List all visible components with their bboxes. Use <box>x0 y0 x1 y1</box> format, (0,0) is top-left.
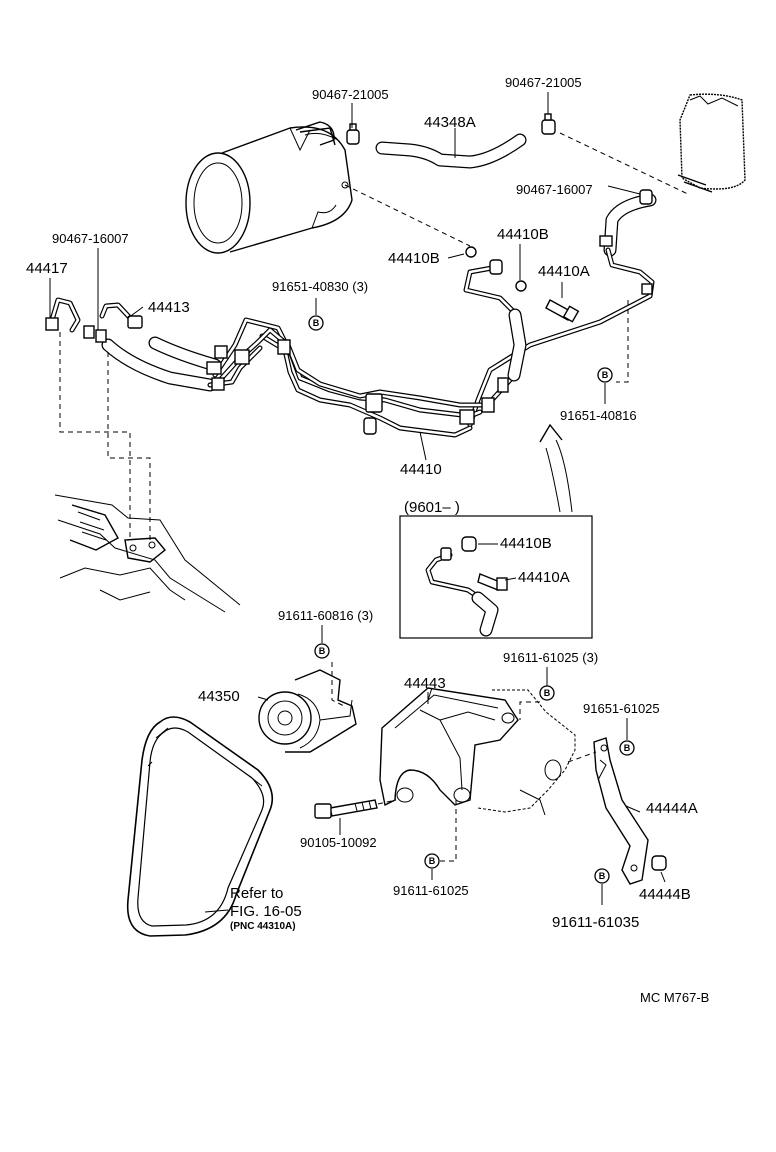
label-90467-16007-left: 90467-16007 <box>52 231 129 246</box>
label-90467-21005-b: 90467-21005 <box>505 75 582 90</box>
label-91611-61025: 91611-61025 <box>393 883 469 898</box>
bolt-symbol-text: B <box>313 318 320 328</box>
bolt-symbol-61025-3: B <box>539 685 555 701</box>
figure-code: MC M767-B <box>640 990 709 1005</box>
inset-box <box>399 515 593 639</box>
hose-44348A <box>375 133 527 169</box>
svg-text:B: B <box>624 743 631 753</box>
svg-text:B: B <box>319 646 326 656</box>
steering-gear <box>54 494 241 613</box>
label-44417: 44417 <box>26 260 68 277</box>
bolt-90105-10092 <box>314 799 378 819</box>
label-44410B-a: 44410B <box>388 250 440 267</box>
pressure-line-44410 <box>212 259 527 438</box>
refer-fig-text: FIG. 16-05 <box>230 903 302 920</box>
inset-arrow <box>539 423 573 513</box>
svg-text:B: B <box>429 856 436 866</box>
label-91611-61035: 91611-61035 <box>552 914 639 931</box>
bolt-symbol-61035: B <box>594 868 610 884</box>
strut-44444A <box>593 737 649 885</box>
pipe-44417 <box>45 297 81 333</box>
pump-pulley-44350 <box>258 669 357 753</box>
label-44444A: 44444A <box>646 800 698 817</box>
label-44443: 44443 <box>404 675 446 692</box>
svg-text:B: B <box>544 688 551 698</box>
label-44410: 44410 <box>400 461 442 478</box>
inset-label-44410A: 44410A <box>518 569 570 586</box>
washer-44410B <box>515 280 527 292</box>
label-44413: 44413 <box>148 299 190 316</box>
label-91611-61025-3: 91611-61025 (3) <box>503 650 598 665</box>
label-44350: 44350 <box>198 688 240 705</box>
svg-text:B: B <box>599 871 606 881</box>
nut-44410B <box>465 246 477 258</box>
label-90105-10092: 90105-10092 <box>300 835 377 850</box>
bolt-symbol-60816: B <box>314 643 330 659</box>
bolt-symbol-40830: B <box>308 315 324 331</box>
bracket-44443 <box>379 687 519 807</box>
spacer-44444B <box>651 855 667 871</box>
label-44410A: 44410A <box>538 263 590 280</box>
svg-text:B: B <box>602 370 609 380</box>
oil-pump-assembly <box>185 121 353 254</box>
hose-44413 <box>83 302 263 392</box>
label-91651-61025: 91651-61025 <box>583 701 660 716</box>
return-pipe <box>467 189 657 428</box>
bolt-symbol-61025: B <box>424 853 440 869</box>
refer-to-text: Refer to <box>230 885 283 902</box>
label-44444B: 44444B <box>639 886 691 903</box>
hose-clamp-right <box>541 113 556 135</box>
label-90467-16007-right: 90467-16007 <box>516 182 593 197</box>
reservoir-tank <box>677 93 746 193</box>
label-44348A: 44348A <box>424 114 476 131</box>
label-90467-21005-a: 90467-21005 <box>312 87 389 102</box>
hose-clamp-left <box>346 123 360 145</box>
inset-label-44410B: 44410B <box>500 535 552 552</box>
label-44410B-b: 44410B <box>497 226 549 243</box>
drive-belt <box>126 716 274 937</box>
bolt-symbol-40816: B <box>597 367 613 383</box>
refer-pnc-text: (PNC 44310A) <box>230 921 296 932</box>
inset-code: (9601– ) <box>404 499 460 516</box>
label-91611-60816: 91611-60816 (3) <box>278 608 373 623</box>
bolt-symbol-61025-r: B <box>619 740 635 756</box>
bolt-44410A <box>545 299 580 323</box>
label-91651-40830: 91651-40830 (3) <box>272 279 368 294</box>
label-91651-40816: 91651-40816 <box>560 408 637 423</box>
engine-outline <box>477 689 576 816</box>
